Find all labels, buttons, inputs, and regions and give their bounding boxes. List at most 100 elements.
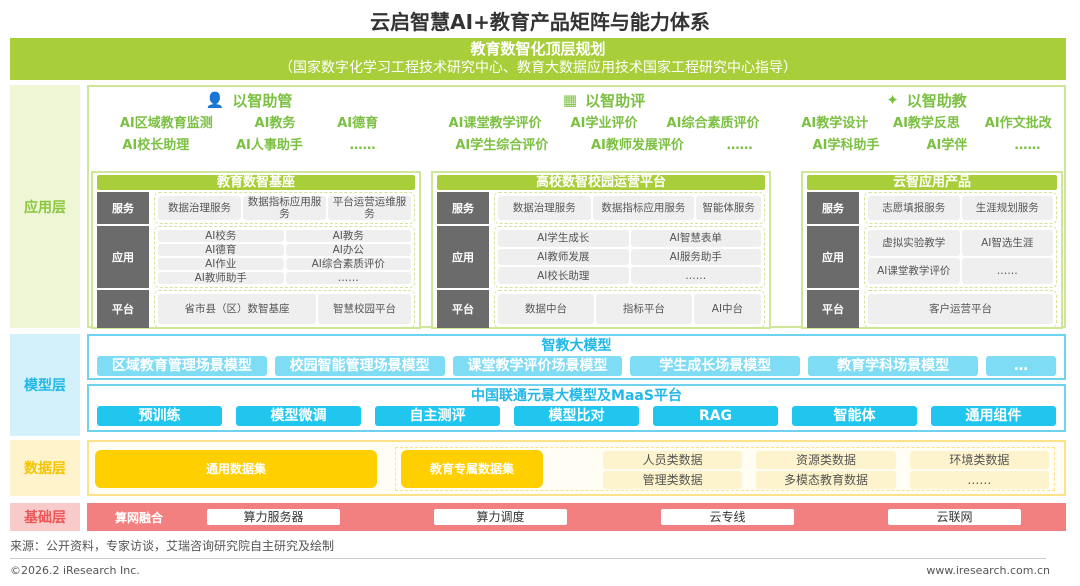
row-tag: 平台: [437, 290, 489, 328]
app-cell: AI办公: [285, 244, 411, 256]
data-category: 人员类数据: [603, 451, 743, 469]
layer-label-base: 基础层: [10, 503, 80, 531]
scene-model: 教育学科场景模型: [808, 356, 978, 376]
panel-title: 教育数智基座: [97, 175, 415, 190]
row-tag: 服务: [97, 192, 149, 224]
edu-model-title: 智教大模型: [541, 338, 612, 354]
maas-capability: 自主测评: [375, 406, 500, 426]
group-item: AI综合素质评价: [666, 116, 760, 131]
app-cell: AI教师助手: [158, 272, 284, 284]
maas-capability: 预训练: [97, 406, 222, 426]
base-item: 算力调度: [434, 509, 567, 525]
maas-capability: 智能体: [792, 406, 917, 426]
group-title: 以智助管: [232, 91, 293, 110]
service-cell: 志愿填报服务: [868, 196, 960, 220]
service-cell: 平台运营运维服务: [328, 196, 411, 220]
platform-cell: AI中台: [693, 294, 761, 324]
copyright: ©2026.2 iResearch Inc.: [10, 564, 140, 577]
panel-university-platform: 高校数智校园运营平台 服务 数据治理服务数据指标应用服务智能体服务 应用 AI学…: [431, 171, 771, 329]
group-item: AI学伴: [926, 138, 968, 153]
maas-platform-box: 中国联通元景大模型及MaaS平台 预训练 模型微调 自主测评 模型比对 RAG …: [87, 384, 1066, 432]
group-item: AI校长助理: [122, 138, 190, 153]
base-item: 云专线: [661, 509, 794, 525]
service-cell: 数据治理服务: [158, 196, 241, 220]
maas-capability: 模型比对: [514, 406, 639, 426]
app-cell: ……: [630, 267, 761, 284]
group-item: ……: [1014, 138, 1041, 153]
platform-cell: 省市县（区）数智基座: [158, 294, 317, 324]
scene-model: 学生成长场景模型: [630, 356, 801, 376]
website: www.iresearch.com.cn: [926, 564, 1050, 577]
edu-model-box: 智教大模型 区域教育管理场景模型 校园智能管理场景模型 课堂教学评价场景模型 学…: [87, 334, 1066, 380]
group-item: ……: [349, 138, 376, 153]
base-layer: 算网融合 算力服务器 算力调度 云专线 云联网: [87, 503, 1066, 531]
group-item: AI德育: [337, 116, 379, 131]
app-cell: AI教务: [285, 230, 411, 242]
data-layer: 通用数据集 教育专属数据集 人员类数据 资源类数据 环境类数据 管理类数据 多模…: [87, 440, 1066, 496]
group-item: AI学科助手: [812, 138, 880, 153]
banner-subtitle: （国家数字化学习工程技术研究中心、教育大数据应用技术国家工程研究中心指导）: [279, 60, 797, 76]
group-item: AI教师发展评价: [590, 138, 684, 153]
platform-cell: 指标平台: [595, 294, 692, 324]
row-tag: 服务: [807, 192, 859, 224]
service-cell: 数据治理服务: [498, 196, 591, 220]
scene-model: 课堂教学评价场景模型: [452, 356, 623, 376]
group-title: 以智助评: [585, 91, 646, 110]
star-icon: ✦: [886, 91, 899, 109]
app-cell: AI服务助手: [630, 248, 761, 266]
layer-label-data: 数据层: [10, 440, 80, 496]
panel-title: 云智应用产品: [807, 175, 1057, 190]
data-category: 多模态教育数据: [756, 471, 896, 489]
service-cell: 数据指标应用服务: [243, 196, 326, 220]
app-cell: AI智慧表单: [630, 230, 761, 247]
panel-title: 高校数智校园运营平台: [437, 175, 765, 190]
scene-model: 校园智能管理场景模型: [274, 356, 445, 376]
app-cell: ……: [961, 258, 1053, 284]
platform-cell: 客户运营平台: [868, 294, 1053, 324]
panel-edu-base: 教育数智基座 服务 数据治理服务数据指标应用服务平台运营运维服务 应用 AI校务…: [91, 171, 421, 329]
maas-capability: 模型微调: [236, 406, 361, 426]
app-cell: AI综合素质评价: [285, 258, 411, 270]
scene-model: …: [985, 356, 1056, 376]
group-item: AI学生综合评价: [455, 138, 549, 153]
group-item: AI教学设计: [801, 116, 869, 131]
app-cell: AI校务: [158, 230, 284, 242]
app-cell: AI课堂教学评价: [868, 258, 960, 284]
data-category: 资源类数据: [756, 451, 896, 469]
user-chat-icon: 👤: [205, 91, 225, 109]
edu-dataset: 教育专属数据集: [401, 450, 543, 488]
maas-capability: 通用组件: [931, 406, 1056, 426]
app-cell: AI校长助理: [498, 267, 629, 284]
group-item: AI教务: [254, 116, 296, 131]
general-dataset: 通用数据集: [95, 450, 377, 488]
app-cell: AI作业: [158, 258, 284, 270]
group-item: AI人事助手: [235, 138, 303, 153]
platform-cell: 数据中台: [498, 294, 594, 324]
data-category: ……: [909, 471, 1049, 489]
app-cell: AI学生成长: [498, 230, 629, 247]
row-tag: 平台: [97, 290, 149, 328]
app-cell: AI智选生涯: [961, 230, 1053, 256]
service-cell: 数据指标应用服务: [592, 196, 695, 220]
layer-label-app: 应用层: [10, 85, 80, 328]
source-note: 来源：公开资料，专家访谈，艾瑞咨询研究院自主研究及绘制: [10, 539, 335, 553]
scene-model: 区域教育管理场景模型: [97, 356, 267, 376]
maas-title: 中国联通元景大模型及MaaS平台: [471, 388, 682, 404]
app-cell: AI德育: [158, 244, 284, 256]
page-title: 云启智慧AI+教育产品矩阵与能力体系: [370, 10, 710, 34]
base-item: 算力服务器: [207, 509, 340, 525]
base-title: 算网融合: [115, 511, 164, 525]
base-item: 云联网: [888, 509, 1021, 525]
layer-label-model: 模型层: [10, 334, 80, 436]
row-tag: 应用: [807, 226, 859, 288]
grid-check-icon: ▦: [562, 91, 578, 109]
app-cell: AI教师发展: [498, 248, 629, 266]
service-cell: 智能体服务: [696, 196, 761, 220]
app-cell: ……: [285, 272, 411, 284]
data-category: 环境类数据: [909, 451, 1049, 469]
row-tag: 应用: [437, 226, 489, 288]
